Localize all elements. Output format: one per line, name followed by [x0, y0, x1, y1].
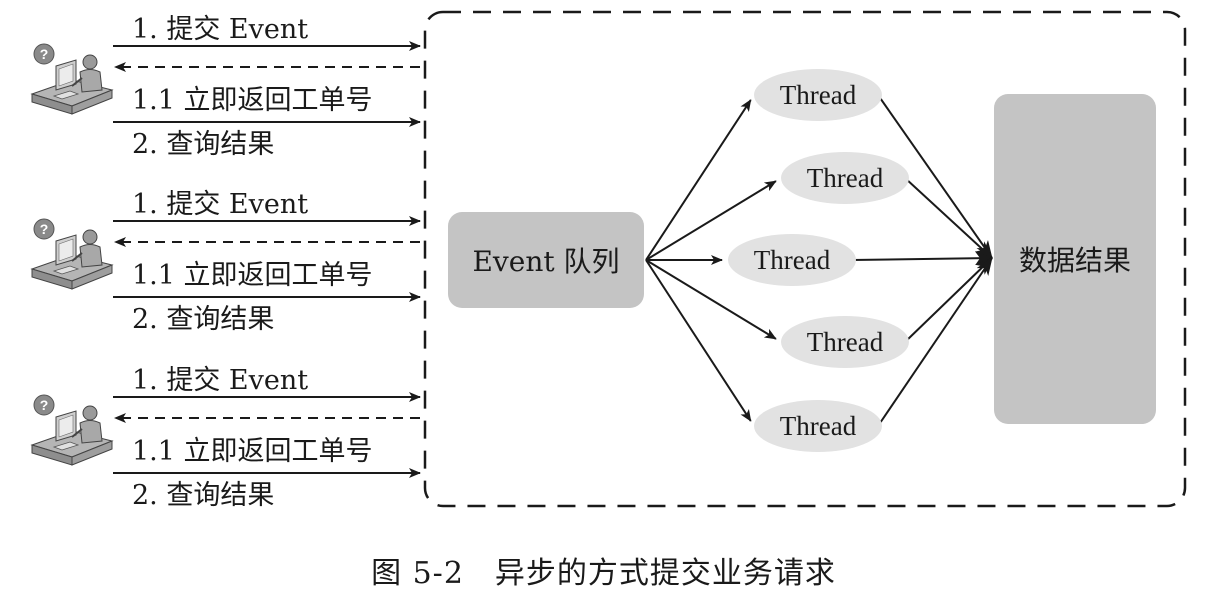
- thread-label: Thread: [779, 410, 857, 441]
- server-boundary: [423, 10, 1187, 508]
- data-result-label: 数据结果: [1018, 244, 1131, 277]
- query-result-label: 2. 查询结果: [132, 304, 275, 335]
- queue-to-thread-arrow: [645, 180, 777, 261]
- thread-label: Thread: [806, 162, 884, 193]
- data-result-box: [994, 94, 1156, 424]
- thread-to-result-arrow: [877, 94, 993, 259]
- figure-caption: 图 5-2 异步的方式提交业务请求: [371, 556, 836, 591]
- thread-label: Thread: [806, 326, 884, 357]
- thread-to-result-arrow: [877, 257, 993, 427]
- thread-to-result-arrow: [851, 251, 993, 266]
- return-ticket-label: 1.1 立即返回工单号: [132, 85, 373, 116]
- submit-event-label: 1. 提交 Event: [132, 365, 309, 396]
- thread-ellipse: [781, 152, 909, 204]
- client-user-icon: [31, 218, 113, 290]
- thread-ellipse: [754, 400, 882, 452]
- thread-ellipse: [754, 69, 882, 121]
- query-result-label: 2. 查询结果: [132, 129, 275, 160]
- thread-label: Thread: [779, 79, 857, 110]
- thread-to-result-arrow: [904, 177, 993, 259]
- queue-to-thread-arrow: [645, 259, 777, 340]
- submit-event-label: 1. 提交 Event: [132, 14, 309, 45]
- queue-to-thread-arrow: [645, 259, 752, 422]
- client-user-icon: [31, 43, 113, 115]
- thread-to-result-arrow: [904, 257, 993, 343]
- event-queue-label: Event 队列: [472, 245, 620, 278]
- query-result-label: 2. 查询结果: [132, 480, 275, 511]
- submit-event-label: 1. 提交 Event: [132, 189, 309, 220]
- thread-ellipse: [728, 234, 856, 286]
- client-user-icon: [31, 394, 113, 466]
- queue-to-thread-arrow: [645, 99, 752, 261]
- return-ticket-label: 1.1 立即返回工单号: [132, 436, 373, 467]
- thread-label: Thread: [753, 244, 831, 275]
- return-ticket-label: 1.1 立即返回工单号: [132, 260, 373, 291]
- event-queue-box: [448, 212, 644, 308]
- thread-ellipse: [781, 316, 909, 368]
